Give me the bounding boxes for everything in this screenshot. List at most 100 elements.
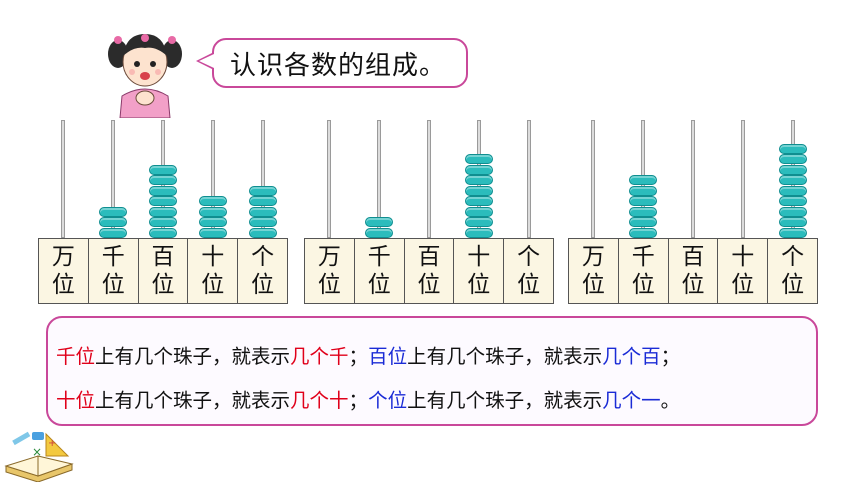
place-label-char: 个 — [517, 244, 541, 270]
place-label-tens: 十位 — [718, 239, 769, 303]
bead-tens — [465, 164, 493, 175]
place-label-char: 位 — [51, 272, 75, 298]
place-label-char: 位 — [151, 272, 175, 298]
place-value-frame: 万位千位百位十位个位 — [304, 238, 554, 304]
bead-ones — [779, 164, 807, 175]
bead-thousands — [99, 206, 127, 217]
bead-tens — [465, 175, 493, 185]
place-label-tens: 十位 — [188, 239, 239, 303]
thousands-place-label: 千位 — [56, 345, 96, 368]
svg-text:×: × — [32, 445, 42, 459]
hundreds-meaning: 几个百 — [602, 345, 661, 368]
bead-ones — [779, 217, 807, 227]
ones-meaning: 几个一 — [602, 389, 661, 412]
place-label-char: 千 — [367, 244, 391, 270]
bead-tens — [199, 227, 227, 238]
place-label-thousands: 千位 — [619, 239, 669, 303]
place-label-char: 位 — [781, 272, 805, 298]
place-label-char: 位 — [581, 272, 605, 298]
bead-ones — [249, 206, 277, 217]
place-label-char: 千 — [101, 244, 125, 270]
bead-ones — [779, 196, 807, 206]
place-label-ones: 个位 — [504, 239, 553, 303]
place-label-char: 万 — [581, 244, 605, 270]
speech-text: 认识各数的组成。 — [230, 50, 447, 81]
place-label-ten-thousands: 万位 — [39, 239, 89, 303]
ones-place-label: 个位 — [368, 389, 408, 412]
place-label-char: 万 — [317, 244, 341, 270]
place-label-char: 十 — [467, 244, 491, 270]
rod-hundreds — [427, 120, 431, 238]
place-label-ten-thousands: 万位 — [569, 239, 619, 303]
place-label-char: 位 — [467, 272, 491, 298]
place-label-char: 位 — [731, 272, 755, 298]
place-label-ones: 个位 — [768, 239, 817, 303]
bead-ones — [779, 154, 807, 164]
book-stationery-icon: × + — [4, 431, 74, 482]
line-end: 。 — [660, 389, 681, 412]
bead-hundreds — [149, 217, 177, 227]
speech-bubble: 认识各数的组成。 — [212, 38, 468, 88]
thousands-meaning: 几个千 — [290, 345, 349, 368]
girl-illustration — [108, 34, 182, 118]
bead-tens — [465, 185, 493, 196]
place-label-char: 个 — [251, 244, 275, 270]
explanation-box: 千位上有几个珠子，就表示几个千；百位上有几个珠子，就表示几个百； 十位上有几个珠… — [46, 316, 818, 426]
place-value-frame: 万位千位百位十位个位 — [38, 238, 288, 304]
rod-ten-thousands — [591, 120, 595, 238]
place-label-char: 十 — [201, 244, 225, 270]
bead-ones — [779, 175, 807, 185]
line-end: ； — [660, 345, 681, 368]
abacus-2: 万位千位百位十位个位 — [304, 118, 554, 308]
bead-thousands — [629, 206, 657, 217]
rod-thousands — [111, 120, 115, 238]
bead-ones — [779, 143, 807, 154]
place-label-char: 百 — [417, 244, 441, 270]
speech-bubble-tail-inner — [199, 54, 214, 68]
bead-hundreds — [149, 164, 177, 175]
explanation-text: 上有几个珠子，就表示 — [95, 345, 291, 368]
place-label-ten-thousands: 万位 — [305, 239, 355, 303]
place-label-char: 位 — [631, 272, 655, 298]
bead-thousands — [629, 185, 657, 196]
place-label-char: 十 — [731, 244, 755, 270]
hundreds-place-label: 百位 — [368, 345, 408, 368]
bead-hundreds — [149, 185, 177, 196]
rod-ones — [261, 120, 265, 238]
explanation-text: 上有几个珠子，就表示 — [407, 389, 603, 412]
bead-tens — [465, 154, 493, 164]
svg-text:+: + — [48, 438, 56, 449]
place-label-thousands: 千位 — [355, 239, 405, 303]
rod-ones — [527, 120, 531, 238]
explanation-text: 上有几个珠子，就表示 — [407, 345, 603, 368]
bead-tens — [465, 206, 493, 217]
bead-tens — [465, 217, 493, 227]
bead-thousands — [629, 227, 657, 238]
place-label-char: 百 — [681, 244, 705, 270]
place-label-hundreds: 百位 — [139, 239, 189, 303]
bead-tens — [465, 196, 493, 206]
bead-tens — [199, 196, 227, 206]
place-label-tens: 十位 — [454, 239, 505, 303]
bead-thousands — [99, 227, 127, 238]
bead-tens — [199, 217, 227, 227]
abacus-3: 万位千位百位十位个位 — [568, 118, 818, 308]
place-label-thousands: 千位 — [89, 239, 139, 303]
bead-tens — [465, 227, 493, 238]
rod-thousands — [377, 120, 381, 238]
bead-thousands — [629, 175, 657, 185]
rod-tens — [741, 120, 745, 238]
rod-hundreds — [691, 120, 695, 238]
place-label-char: 位 — [367, 272, 391, 298]
place-label-char: 位 — [201, 272, 225, 298]
rod-ten-thousands — [327, 120, 331, 238]
place-label-hundreds: 百位 — [669, 239, 719, 303]
bead-hundreds — [149, 196, 177, 206]
place-label-char: 位 — [681, 272, 705, 298]
bead-thousands — [365, 217, 393, 227]
bead-ones — [249, 185, 277, 196]
bead-ones — [779, 227, 807, 238]
bead-thousands — [365, 227, 393, 238]
bead-hundreds — [149, 227, 177, 238]
explanation-text: 上有几个珠子，就表示 — [95, 389, 291, 412]
